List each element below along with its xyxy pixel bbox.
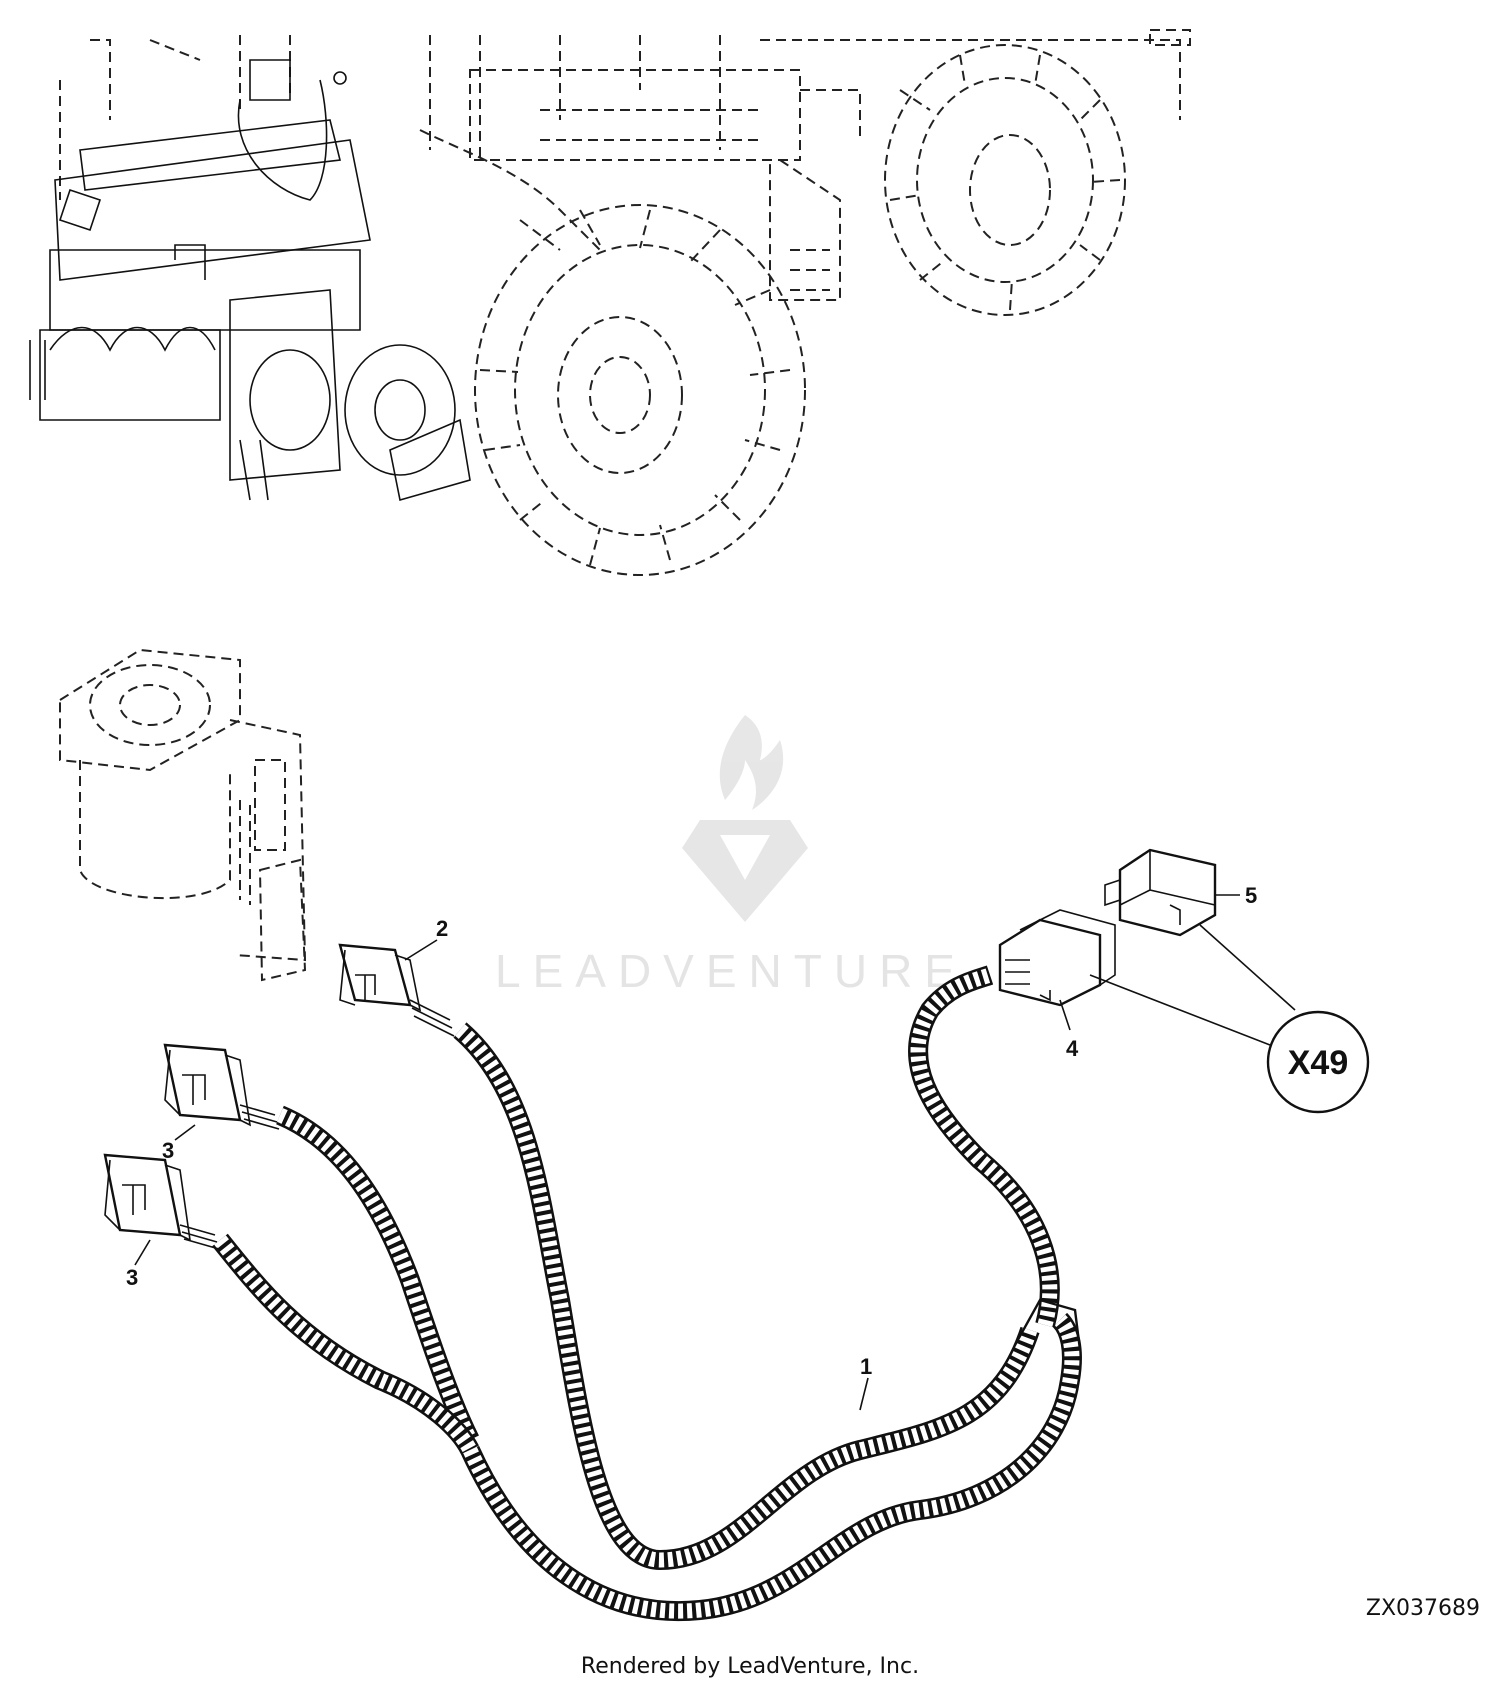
watermark-logo: LEADVENTURE	[495, 715, 967, 997]
callout-5: 5	[1245, 883, 1257, 908]
connector-5[interactable]	[1104, 848, 1217, 937]
callout-2: 2	[436, 916, 448, 941]
engine-assembly	[29, 59, 471, 502]
connector-4[interactable]	[998, 909, 1116, 1007]
rear-wheel	[474, 204, 806, 576]
watermark-text: LEADVENTURE	[495, 945, 967, 997]
connector-ref-x49: X49	[1266, 1010, 1370, 1114]
solenoid-valve-context	[59, 648, 307, 982]
machine-context-view	[29, 29, 1191, 576]
callout-3-upper: 3	[162, 1138, 174, 1163]
chassis-frame	[59, 29, 1191, 301]
connector-3-upper[interactable]	[163, 1043, 280, 1130]
footer-credit: Rendered by LeadVenture, Inc.	[580, 1654, 920, 1679]
connector-2[interactable]	[338, 943, 455, 1037]
wiring-harness	[212, 965, 1082, 1622]
connector-3-lower[interactable]	[103, 1153, 220, 1250]
callout-3-lower: 3	[126, 1265, 138, 1290]
callout-4: 4	[1066, 1036, 1079, 1061]
x49-label: X49	[1288, 1044, 1349, 1082]
front-wheel	[884, 44, 1126, 316]
leader-lines	[134, 894, 1296, 1411]
callout-1: 1	[860, 1354, 872, 1379]
figure-id: ZX037689	[1365, 1596, 1480, 1621]
